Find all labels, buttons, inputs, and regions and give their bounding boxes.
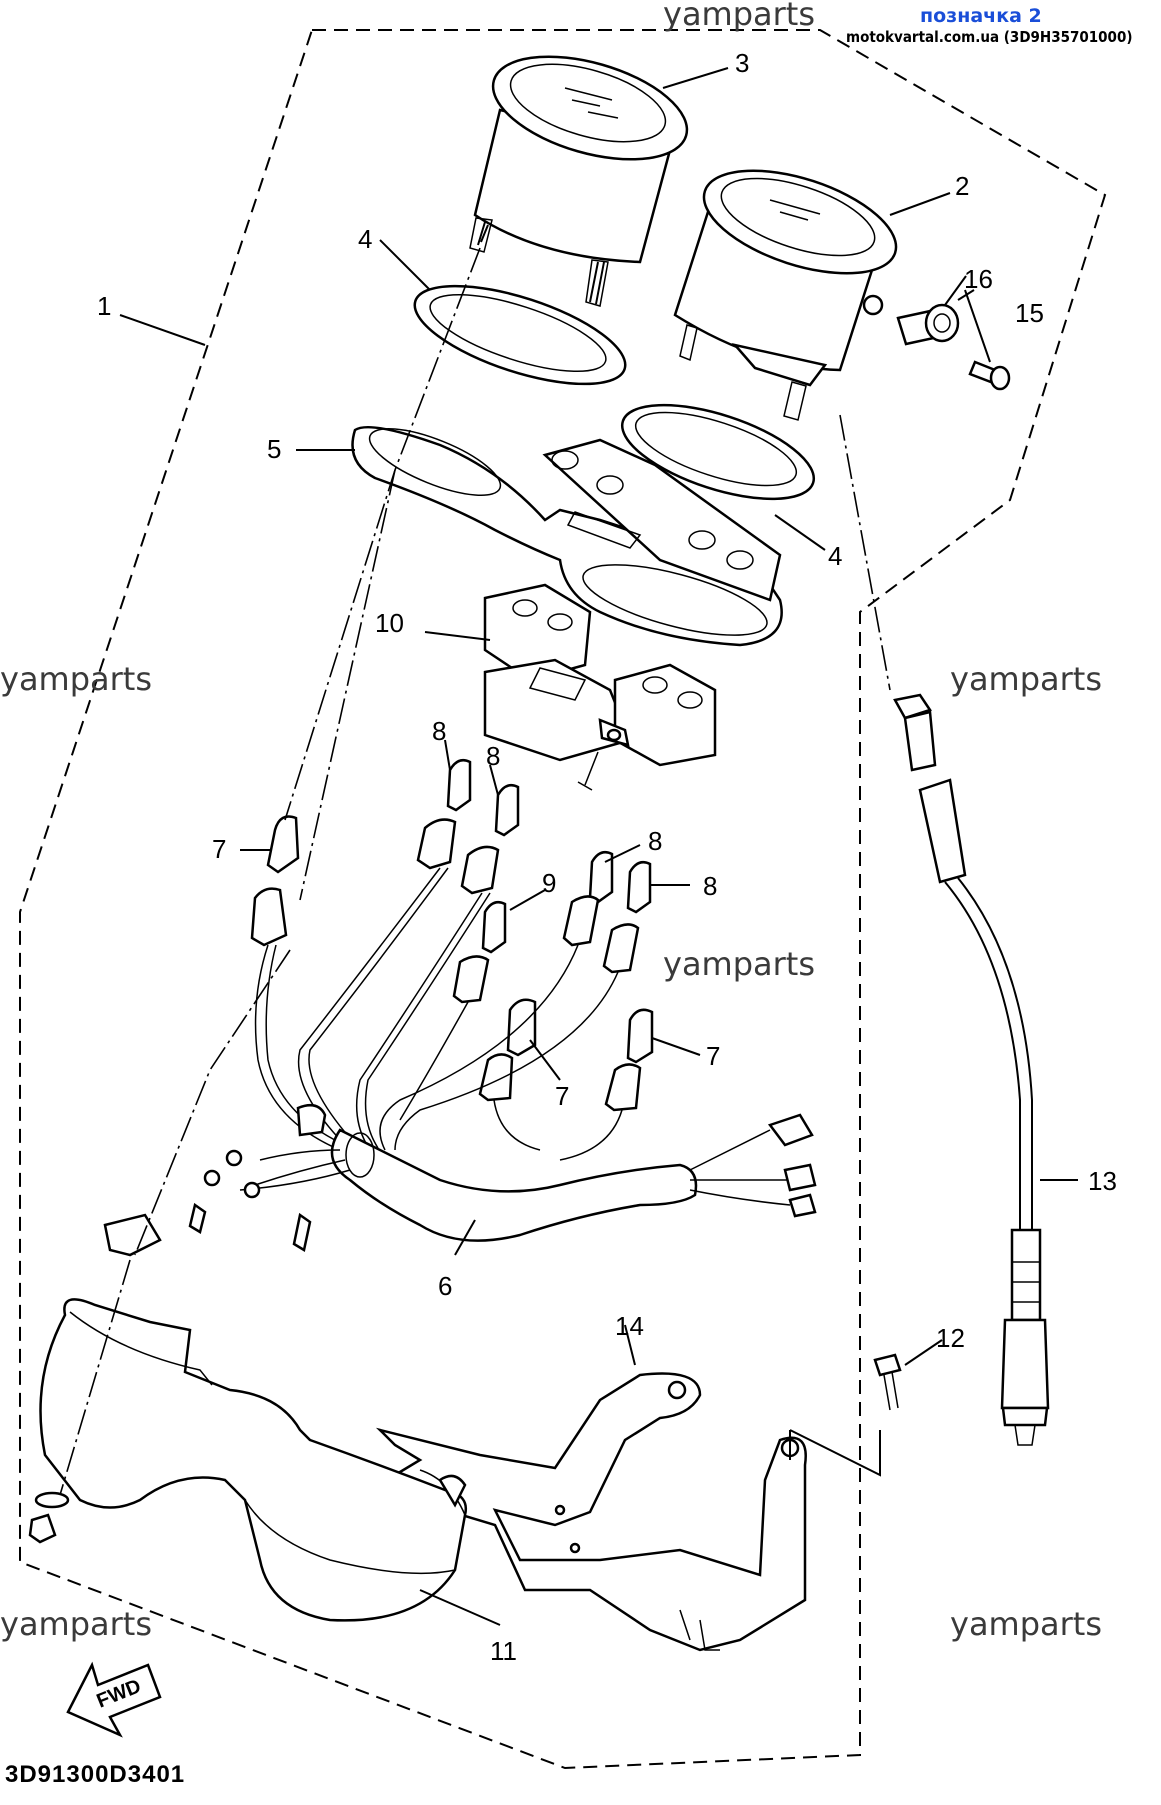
fwd-arrow: FWD: [66, 1661, 162, 1738]
assembly-line-e: [59, 1259, 131, 1496]
callout-6: 6: [438, 1271, 452, 1301]
bulb-7-center: [506, 998, 537, 1057]
assembly-line-b: [299, 469, 396, 901]
indicator-housing: [483, 583, 717, 791]
callout-15: 15: [1015, 298, 1044, 328]
watermark-bottom-left: yamparts: [0, 1605, 152, 1643]
assembly-line-f: [789, 1429, 881, 1477]
screw-15: [968, 360, 1011, 391]
bulb-9: [481, 901, 507, 954]
diagram-code: 3D91300D3401: [5, 1761, 185, 1788]
watermark-left: yamparts: [0, 660, 152, 698]
header-site: motokvartal.com.ua (3D9H35701000): [846, 28, 1133, 46]
callout-9: 9: [542, 868, 556, 898]
watermark-top: yamparts: [663, 0, 815, 33]
callout-2: 2: [955, 171, 969, 201]
callout-5: 5: [267, 434, 281, 464]
callout-8b: 8: [486, 741, 500, 771]
header-tag: позначка 2: [920, 5, 1042, 27]
callout-8c: 8: [648, 826, 662, 856]
gauge-housing-plate: [351, 425, 783, 647]
callout-12: 12: [936, 1323, 965, 1353]
watermark-bottom-right: yamparts: [950, 1605, 1102, 1643]
bulb-8-c: [588, 851, 614, 904]
bulb-7-left: [266, 815, 300, 874]
callout-4b: 4: [828, 541, 842, 571]
callout-8d: 8: [703, 871, 717, 901]
assembly-line-c: [134, 949, 291, 1256]
bulb-8-a: [446, 759, 472, 812]
bulb-7-right: [626, 1008, 654, 1064]
callout-11: 11: [490, 1636, 517, 1666]
assembly-line-d: [839, 414, 891, 691]
callout-8a: 8: [432, 716, 446, 746]
bolt-12: [873, 1353, 902, 1411]
callout-7a: 7: [212, 834, 226, 864]
callout-1: 1: [97, 291, 111, 321]
callout-4a: 4: [358, 224, 372, 254]
callout-10: 10: [375, 608, 404, 638]
watermark-right: yamparts: [950, 660, 1102, 698]
seal-ring-upper: [413, 284, 627, 386]
bulb-8-d: [626, 861, 652, 914]
callout-7c: 7: [706, 1041, 720, 1071]
bolt-16: [896, 303, 960, 346]
assembly-boundary: [19, 29, 1107, 1770]
gauge-upper: [469, 55, 689, 307]
callout-13: 13: [1088, 1166, 1117, 1196]
wiring-harness: [188, 818, 817, 1252]
lower-cover: [28, 1213, 468, 1622]
callout-16: 16: [964, 264, 993, 294]
gauge-right: [673, 169, 898, 421]
speedo-cable: [893, 693, 1050, 1446]
callout-14: 14: [615, 1311, 644, 1341]
seal-ring-right: [620, 403, 816, 501]
callout-7b: 7: [555, 1081, 569, 1111]
watermark-center: yamparts: [663, 945, 815, 983]
bulb-8-b: [494, 784, 520, 837]
callout-3: 3: [735, 48, 749, 78]
